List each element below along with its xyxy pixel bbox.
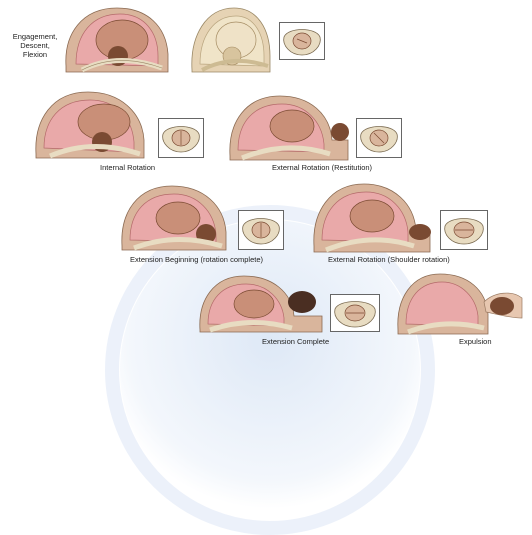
pelvis-view-extension-beginning <box>238 210 284 250</box>
figure-extension-beginning <box>118 182 230 252</box>
figure-external-rotation-shoulder <box>310 180 434 254</box>
label-external-rotation-shoulder: External Rotation (Shoulder rotation) <box>328 255 450 264</box>
pelvis-icon <box>331 295 379 331</box>
pelvis-icon <box>159 119 203 157</box>
pelvis-icon <box>239 211 283 249</box>
pelvis-view-extension-complete <box>330 294 380 332</box>
pelvis-icon <box>280 23 324 59</box>
label-expulsion: Expulsion <box>459 337 492 346</box>
pelvis-icon <box>441 211 487 249</box>
labor-mechanism-diagram: Engagement, Descent, Flexion Interna <box>0 0 532 347</box>
label-engagement-descent-flexion: Engagement, Descent, Flexion <box>5 32 65 59</box>
watermark-seal <box>120 220 420 520</box>
pelvis-view-internal-rotation <box>158 118 204 158</box>
pelvis-view-restitution <box>356 118 402 158</box>
pelvis-icon <box>357 119 401 157</box>
figure-expulsion <box>394 268 526 336</box>
figure-extension-complete <box>196 272 326 334</box>
label-extension-beginning: Extension Beginning (rotation complete) <box>130 255 263 264</box>
label-internal-rotation: Internal Rotation <box>100 163 155 172</box>
pelvis-view-shoulder-rotation <box>440 210 488 250</box>
label-external-rotation-restitution: External Rotation (Restitution) <box>272 163 372 172</box>
figure-engagement-sagittal <box>62 4 172 74</box>
figure-descent-sagittal <box>188 4 273 74</box>
pelvis-view-engagement <box>279 22 325 60</box>
figure-external-rotation-restitution <box>226 92 352 162</box>
figure-internal-rotation <box>32 88 150 160</box>
label-extension-complete: Extension Complete <box>262 337 329 346</box>
